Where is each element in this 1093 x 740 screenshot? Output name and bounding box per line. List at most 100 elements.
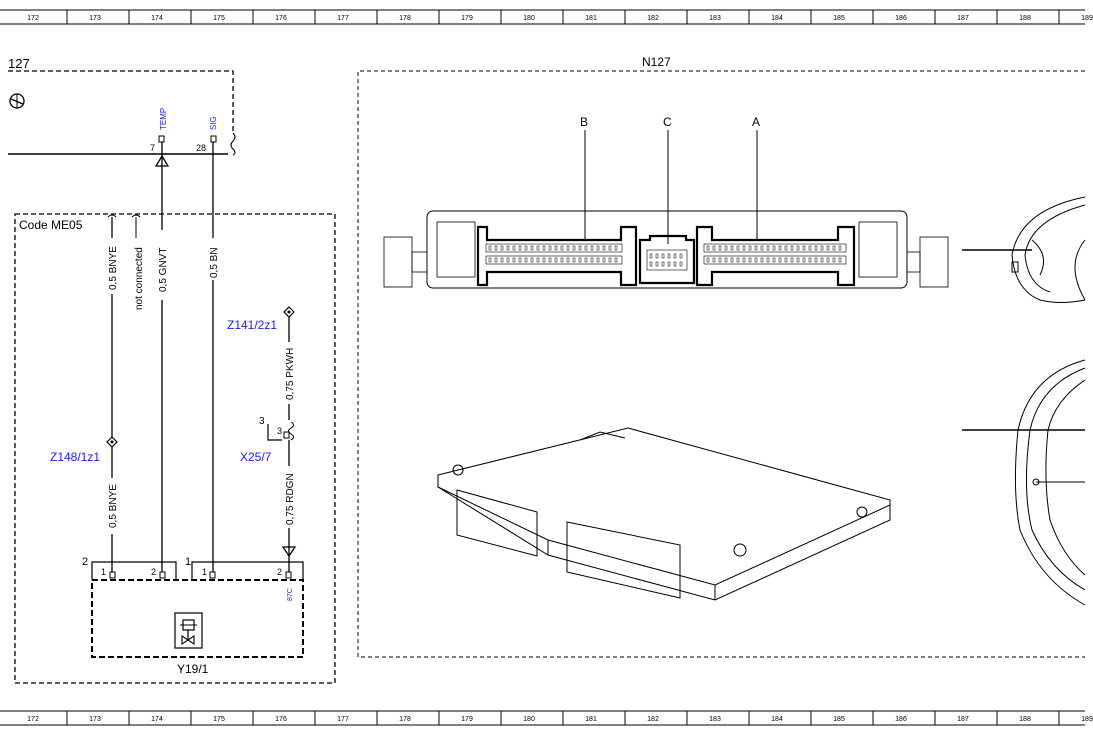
connector-pin [742, 257, 746, 263]
connector-pin [548, 245, 552, 251]
pin-temp-number: 7 [150, 143, 155, 153]
connector-pin [494, 245, 498, 251]
connector-pin [661, 253, 665, 259]
ruler-number: 176 [275, 716, 287, 723]
ruler-number: 180 [523, 716, 535, 723]
ecu-isometric-view [437, 427, 891, 601]
connector-pin [584, 257, 588, 263]
connector-pin [518, 245, 522, 251]
ruler-number: 172 [27, 15, 39, 22]
connector-pin [808, 245, 812, 251]
ruler-number: 185 [833, 15, 845, 22]
solenoid-valve-icon [174, 612, 203, 649]
pin-sig: SIG 28 [196, 116, 218, 153]
connector-2: 2 1 2 [82, 556, 177, 580]
connector-1-pin-b: 2 [277, 567, 282, 577]
connector-pin [578, 245, 582, 251]
ecu-dashed-outline [8, 70, 234, 133]
connector-pin [584, 245, 588, 251]
splice-z148-label: Z148/1z1 [50, 450, 100, 464]
connector-pin [679, 261, 683, 267]
connector-pin [820, 257, 824, 263]
connector-b-label: B [580, 115, 588, 129]
wire-bn-label: 0,5 BN [209, 247, 220, 278]
ruler-number: 184 [771, 716, 783, 723]
ruler-number: 178 [399, 716, 411, 723]
connector-pin [608, 245, 612, 251]
connector-pin [814, 257, 818, 263]
connector-pin [554, 257, 558, 263]
connector-pin [655, 253, 659, 259]
connector-pin [784, 257, 788, 263]
connector-pin [566, 257, 570, 263]
wire-bnye-bottom-label: 0,5 BNYE [108, 484, 119, 528]
pin-temp-function: TEMP [159, 108, 168, 130]
connector-pin [712, 257, 716, 263]
ground-triangle-icon [281, 546, 297, 558]
connector-pin [784, 245, 788, 251]
connector-2-pin-a: 1 [101, 567, 106, 577]
connector-pin [566, 245, 570, 251]
connector-pin [655, 261, 659, 267]
ruler-number: 179 [461, 15, 473, 22]
connector-c-label: C [663, 115, 672, 129]
connector-pin [796, 257, 800, 263]
connector-pin [649, 253, 653, 259]
wire-bnye-top: 0,5 BNYE [100, 214, 122, 438]
connector-pin [808, 257, 812, 263]
connector-1-pin-a: 1 [202, 567, 207, 577]
connector-pin [706, 257, 710, 263]
connector-pin [724, 257, 728, 263]
connector-pin [736, 257, 740, 263]
connector-2-number: 2 [82, 556, 88, 568]
connector-pin [826, 245, 830, 251]
connector-pin [748, 257, 752, 263]
connector-1-number: 1 [185, 556, 191, 568]
connector-pin [673, 261, 677, 267]
connector-pin [536, 257, 540, 263]
connector-pin [614, 245, 618, 251]
valve-label: Y19/1 [177, 662, 209, 676]
ruler-number: 181 [585, 716, 597, 723]
connector-pin [673, 253, 677, 259]
connector-pin [494, 257, 498, 263]
ruler-number: 187 [957, 15, 969, 22]
connector-pin [826, 257, 830, 263]
ruler-number: 186 [895, 716, 907, 723]
x25-label: X25/7 [240, 450, 272, 464]
connector-pin [560, 257, 564, 263]
connector-pin [500, 257, 504, 263]
ruler-number: 188 [1019, 716, 1031, 723]
connector-pin [718, 245, 722, 251]
connector-pin [488, 245, 492, 251]
connector-pin [724, 245, 728, 251]
connector-a-label: A [752, 115, 760, 129]
ruler-number: 182 [647, 15, 659, 22]
connector-pin [560, 245, 564, 251]
wire-bnye-top-label: 0,5 BNYE [108, 246, 119, 290]
connector-pin [754, 257, 758, 263]
connector-pin [730, 245, 734, 251]
connector-pin [820, 245, 824, 251]
ruler-number: 177 [337, 15, 349, 22]
wire-pkwh-label: 0,75 PKWH [285, 348, 296, 400]
ruler-number: 174 [151, 15, 163, 22]
connector-pin [536, 245, 540, 251]
connector-pin [608, 257, 612, 263]
connector-pin [778, 245, 782, 251]
x25-pin-inner: 3 [277, 426, 282, 436]
connector-pin [790, 257, 794, 263]
connector-pin [838, 245, 842, 251]
connector-pin [542, 245, 546, 251]
connector-pin [602, 245, 606, 251]
connector-pin [572, 245, 576, 251]
connector-pin [578, 257, 582, 263]
connector-pin [649, 261, 653, 267]
connector-pin [596, 257, 600, 263]
code-me05-box [14, 213, 336, 684]
connector-pin [548, 257, 552, 263]
connector-pin [530, 257, 534, 263]
ruler-number: 186 [895, 15, 907, 22]
connector-pin [590, 257, 594, 263]
